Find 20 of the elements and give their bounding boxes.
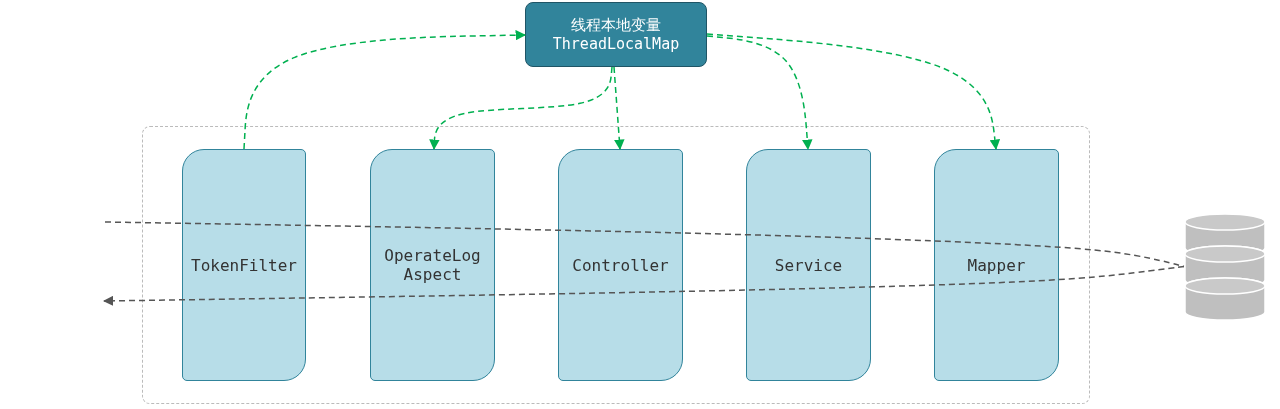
node-label: 线程本地变量 ThreadLocalMap — [551, 16, 681, 53]
arrow — [706, 35, 813, 151]
arrow — [706, 33, 1001, 151]
node-label: TokenFilter — [191, 255, 297, 275]
database-icon — [1184, 213, 1266, 320]
arrow — [429, 66, 613, 151]
node-label: Controller — [572, 255, 669, 275]
group-box — [142, 126, 1090, 404]
process-box — [746, 149, 871, 381]
process-box — [370, 149, 495, 381]
arrow — [613, 66, 625, 151]
arrow — [102, 265, 1185, 307]
node-label: Service — [774, 255, 843, 275]
process-box — [558, 149, 683, 381]
node-label: OperateLog Aspect — [383, 246, 482, 284]
arrow — [243, 29, 527, 150]
process-box — [182, 149, 306, 381]
process-box — [525, 2, 707, 67]
node-label: Mapper — [967, 255, 1026, 275]
process-box — [934, 149, 1059, 381]
